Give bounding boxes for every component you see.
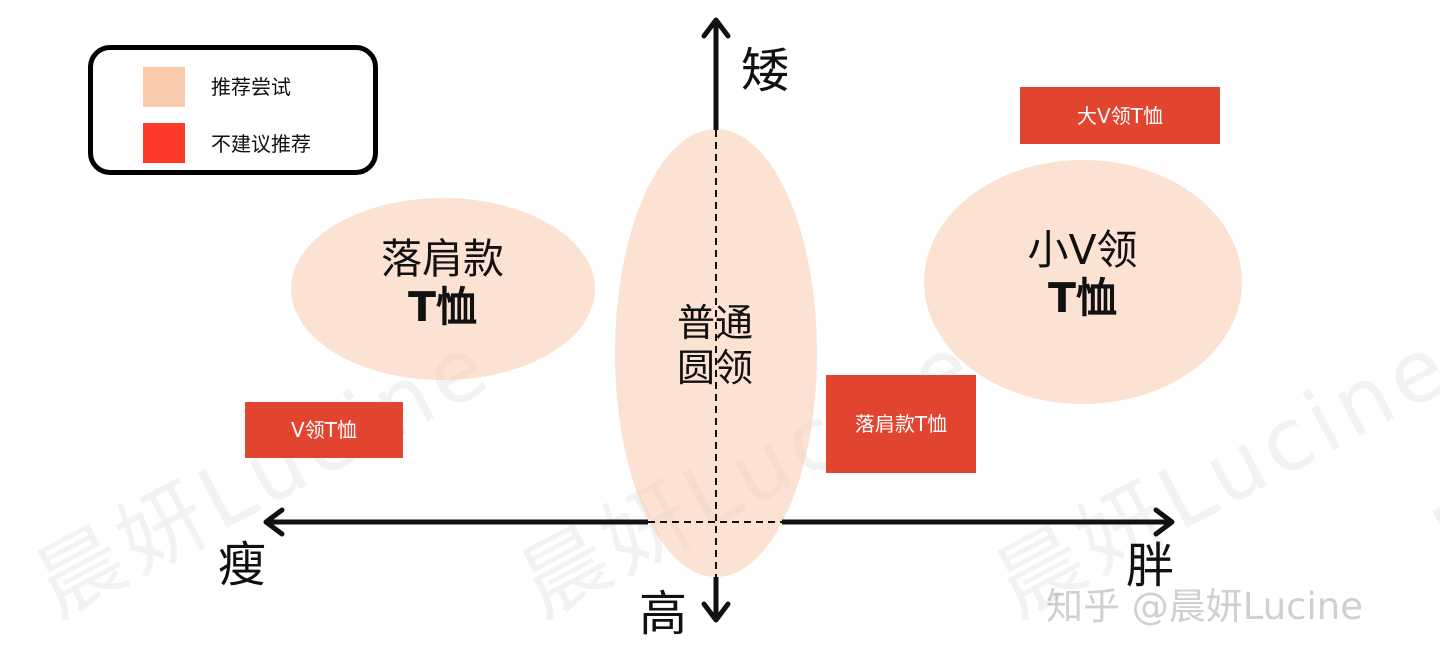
axis-label-fat: 胖 bbox=[1126, 538, 1175, 594]
big-v-not-recommended-box: 大V领T恤 bbox=[1020, 87, 1220, 144]
round-neck-line-2: 圆领 bbox=[676, 345, 753, 390]
big-v-label: 大V领T恤 bbox=[1077, 103, 1163, 128]
not-recommended-swatch bbox=[143, 123, 185, 163]
v-neck-not-recommended-box: V领T恤 bbox=[245, 402, 403, 458]
small-v-line-1: 小V领 bbox=[1027, 226, 1138, 274]
recommended-swatch bbox=[143, 67, 185, 107]
arrow-up-icon bbox=[701, 17, 731, 39]
round-neck-line-1: 普通 bbox=[676, 301, 753, 345]
round-neck-recommend-text: 普通 圆领 bbox=[655, 301, 775, 391]
drop-shoulder-recommend-text: 落肩款 T恤 bbox=[360, 235, 525, 332]
legend-box: 推荐尝试 不建议推荐 bbox=[88, 45, 378, 175]
arrow-right-icon bbox=[1153, 507, 1175, 537]
arrow-down-icon bbox=[701, 601, 731, 623]
v-neck-label: V领T恤 bbox=[291, 418, 357, 442]
small-v-recommend-text: 小V领 T恤 bbox=[1005, 226, 1160, 323]
small-v-line-2: T恤 bbox=[1048, 274, 1117, 323]
not-recommended-legend-label: 不建议推荐 bbox=[211, 132, 311, 156]
source-watermark: 知乎 @晨妍Lucine bbox=[1046, 585, 1364, 628]
drop-shoulder-recommend-ellipse bbox=[291, 198, 595, 380]
recommended-legend-label: 推荐尝试 bbox=[211, 75, 291, 99]
drop-shoulder-line-2: T恤 bbox=[408, 283, 477, 332]
arrow-left-icon bbox=[263, 507, 285, 537]
drop-shoulder-not-recommended-label: 落肩款T恤 bbox=[854, 412, 948, 436]
drop-shoulder-not-recommended-box: 落肩款T恤 bbox=[826, 375, 976, 473]
axis-label-thin: 瘦 bbox=[218, 537, 267, 593]
small-v-recommend-ellipse bbox=[924, 160, 1242, 404]
axis-label-short: 矮 bbox=[741, 43, 790, 99]
axis-label-tall: 高 bbox=[639, 586, 688, 642]
drop-shoulder-line-1: 落肩款 bbox=[381, 235, 504, 283]
